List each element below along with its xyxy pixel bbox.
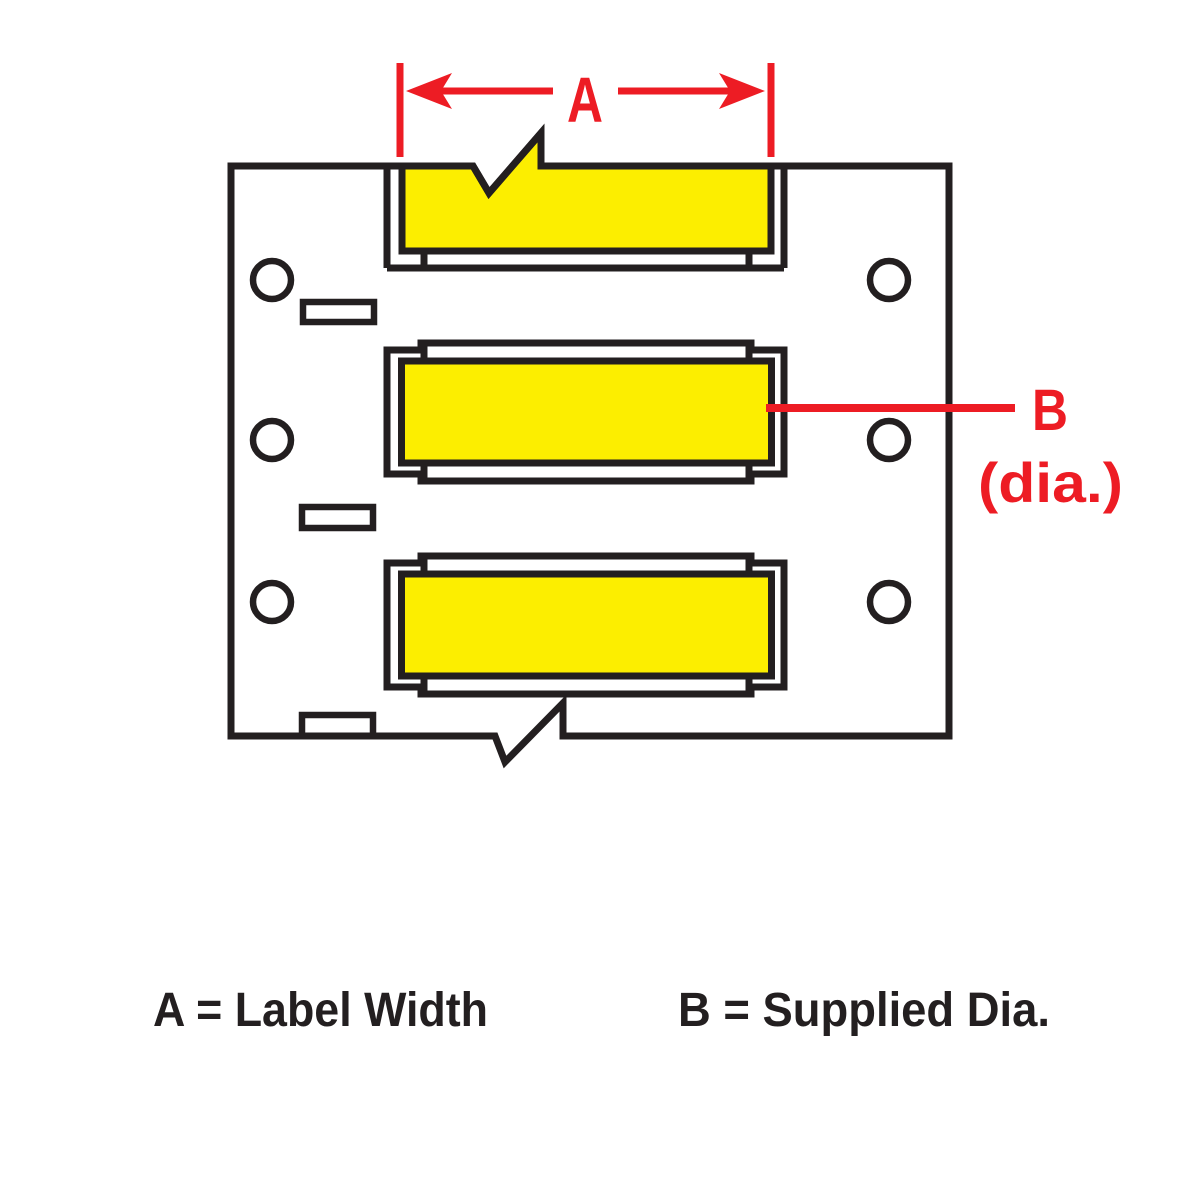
feed-holes bbox=[249, 257, 912, 625]
feed-hole bbox=[249, 417, 295, 463]
carrier-slot-1 bbox=[383, 166, 788, 272]
feed-hole bbox=[866, 579, 912, 625]
dimension-a: A bbox=[396, 63, 775, 157]
dimension-a-label: A bbox=[567, 64, 603, 136]
slot-tabs-3 bbox=[420, 556, 753, 694]
sleeve-1 bbox=[398, 123, 775, 255]
sleeve-row-3 bbox=[383, 552, 788, 698]
dimension-b-label: B bbox=[1032, 378, 1068, 443]
feed-hole bbox=[866, 257, 912, 303]
dimension-b: B (dia.) bbox=[766, 378, 1123, 514]
legend-b: B = Supplied Dia. bbox=[678, 984, 1050, 1037]
feed-hole bbox=[866, 417, 912, 463]
arrowhead-right-icon bbox=[719, 73, 765, 109]
feed-hole bbox=[249, 257, 295, 303]
sleeve-2 bbox=[398, 357, 775, 467]
sleeve-row-1 bbox=[383, 123, 788, 272]
arrowhead-left-icon bbox=[406, 73, 452, 109]
carrier-outline bbox=[227, 123, 953, 769]
feed-hole bbox=[249, 579, 295, 625]
sleeve-3 bbox=[398, 570, 775, 680]
liner-slits bbox=[298, 298, 378, 740]
legend: A = Label Width B = Supplied Dia. bbox=[153, 984, 1050, 1037]
dimension-b-qualifier: (dia.) bbox=[978, 451, 1123, 514]
sleeve-row-2 bbox=[383, 339, 788, 485]
legend-a: A = Label Width bbox=[153, 984, 488, 1037]
liner-slit-2 bbox=[298, 503, 377, 532]
liner-slit-1 bbox=[299, 298, 378, 326]
slot-tabs-2 bbox=[420, 343, 753, 481]
